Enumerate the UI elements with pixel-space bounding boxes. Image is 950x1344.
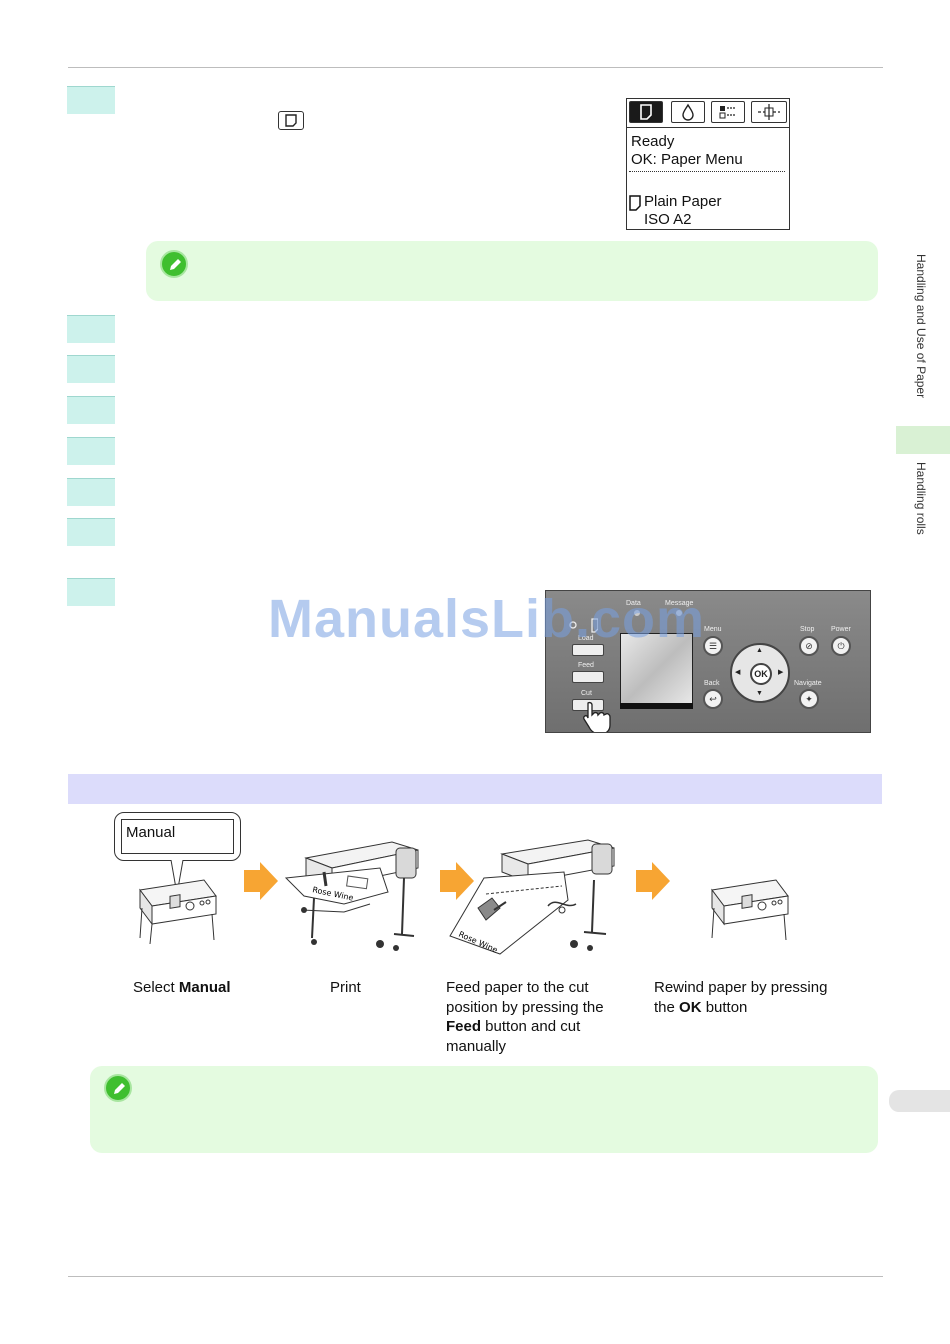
note-box [146, 241, 878, 301]
back-button[interactable]: ↩ [703, 689, 723, 709]
step-tab-1 [67, 86, 115, 114]
section-header-bar [68, 774, 882, 804]
panel-label-cut: Cut [581, 690, 592, 697]
panel-data-lamp [634, 610, 640, 616]
lcd-divider [629, 171, 785, 172]
panel-label-feed: Feed [578, 662, 594, 669]
pointing-hand-icon [582, 701, 616, 732]
step-tab-3 [67, 355, 115, 383]
flow-caption-feed-cut: Feed paper to the cut position by pressi… [446, 979, 604, 1055]
caption-bold-manual: Manual [178, 979, 231, 996]
power-button[interactable]: ⏻ [831, 636, 851, 656]
flow-caption-select-manual: Select Manual [133, 979, 231, 996]
panel-message-lamp [676, 610, 682, 616]
lcd-hint-line: OK: Paper Menu [631, 151, 743, 168]
note-pencil-icon [104, 1074, 132, 1102]
lcd-paper-type: Plain Paper [644, 193, 722, 210]
ok-button[interactable]: OK [750, 663, 772, 685]
panel-label-load: Load [578, 635, 594, 642]
watermark: ManualsLib.com [268, 589, 706, 649]
roll-paper-icon [568, 617, 599, 638]
panel-label-back: Back [704, 680, 720, 687]
left-arrow-icon[interactable]: ◀ [735, 669, 741, 676]
paper-key-icon [278, 111, 304, 130]
stop-button[interactable]: ⊘ [799, 636, 819, 656]
printer-print-illustration: Rose Wine [284, 838, 436, 959]
caption-bold-feed: Feed [446, 1018, 482, 1035]
flow-arrow-icon [636, 862, 670, 900]
step-tab-2 [67, 315, 115, 343]
caption-bold-ok: OK [679, 998, 702, 1016]
panel-label-navigate: Navigate [794, 680, 822, 687]
note-pencil-icon [160, 250, 188, 278]
printer-cut-illustration: Rose Wine [444, 836, 634, 961]
paper-icon [629, 101, 663, 123]
page-number-tab [889, 1090, 950, 1112]
settings-icon [751, 101, 787, 123]
lcd-status-line: Ready [631, 133, 675, 150]
side-nav-section[interactable]: Handling rolls [914, 462, 928, 535]
flow-caption-rewind: Rewind paper by pressing the OK button [654, 979, 828, 1016]
panel-label-data: Data [626, 600, 641, 607]
flow-arrow-icon [440, 862, 474, 900]
operation-panel-illustration-1 [134, 876, 224, 951]
right-arrow-icon[interactable]: ▶ [778, 669, 784, 676]
navigate-button[interactable]: ✦ [799, 689, 819, 709]
lcd-tab-bar [627, 99, 789, 128]
step-tab-8 [67, 578, 115, 606]
manual-callout-text: Manual [121, 819, 234, 854]
manual-callout-bubble: Manual [114, 812, 241, 861]
step-tab-7 [67, 518, 115, 546]
feed-button[interactable] [572, 671, 604, 683]
panel-label-message: Message [665, 600, 694, 607]
flow-caption-print: Print [330, 979, 361, 996]
operation-panel-illustration-2 [706, 876, 796, 951]
footer-rule [68, 1276, 883, 1277]
ink-drop-icon [671, 101, 705, 123]
menu-button[interactable]: ☰ [703, 636, 723, 656]
note-box [90, 1066, 878, 1153]
lcd-display: Ready OK: Paper Menu Plain Paper ISO A2 [626, 98, 790, 230]
down-arrow-icon[interactable]: ▼ [756, 690, 763, 697]
panel-display [620, 633, 693, 709]
panel-label-power: Power [831, 626, 851, 633]
menu-list-icon [711, 101, 745, 123]
up-arrow-icon[interactable]: ▲ [756, 647, 763, 654]
panel-label-menu: Menu [704, 626, 722, 633]
control-panel-illustration: Data Message Load Feed Cut Menu ☰ Back ↩… [545, 590, 871, 733]
load-button[interactable] [572, 644, 604, 656]
step-tab-6 [67, 478, 115, 506]
lcd-paper-size: ISO A2 [644, 211, 692, 228]
flow-arrow-icon [244, 862, 278, 900]
panel-display-base [620, 703, 693, 709]
panel-label-stop: Stop [800, 626, 815, 633]
paper-type-icon [629, 195, 641, 216]
step-tab-4 [67, 396, 115, 424]
side-nav-marker [896, 426, 950, 454]
navigation-pad[interactable]: ▲ ▼ ◀ ▶ OK [730, 643, 790, 703]
header-rule [68, 67, 883, 68]
side-nav-chapter[interactable]: Handling and Use of Paper [914, 254, 928, 399]
step-tab-5 [67, 437, 115, 465]
